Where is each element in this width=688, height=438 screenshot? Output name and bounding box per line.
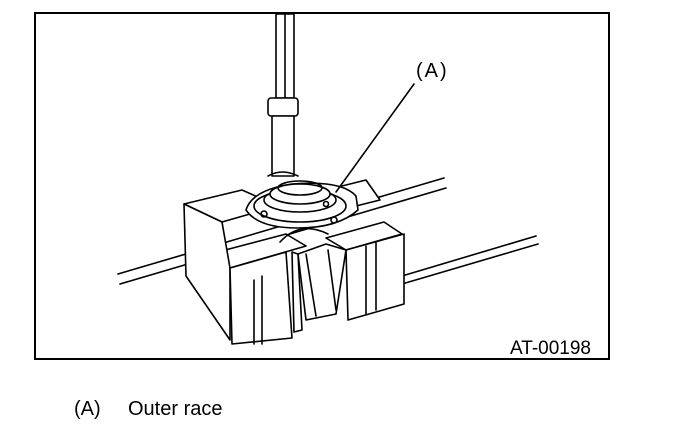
v-block <box>183 179 405 345</box>
figure-id: AT-00198 <box>510 338 591 359</box>
outer-race <box>245 180 359 229</box>
callout-label-a: (A) <box>416 60 449 82</box>
press-shaft <box>267 14 299 177</box>
leader-line <box>335 83 415 193</box>
diagram-frame: (A) AT-00198 <box>34 12 610 360</box>
bearing-press-illustration <box>117 14 539 345</box>
legend-text: Outer race <box>128 398 223 420</box>
legend-key: (A) <box>74 398 101 420</box>
legend: (A) Outer race <box>74 398 222 421</box>
